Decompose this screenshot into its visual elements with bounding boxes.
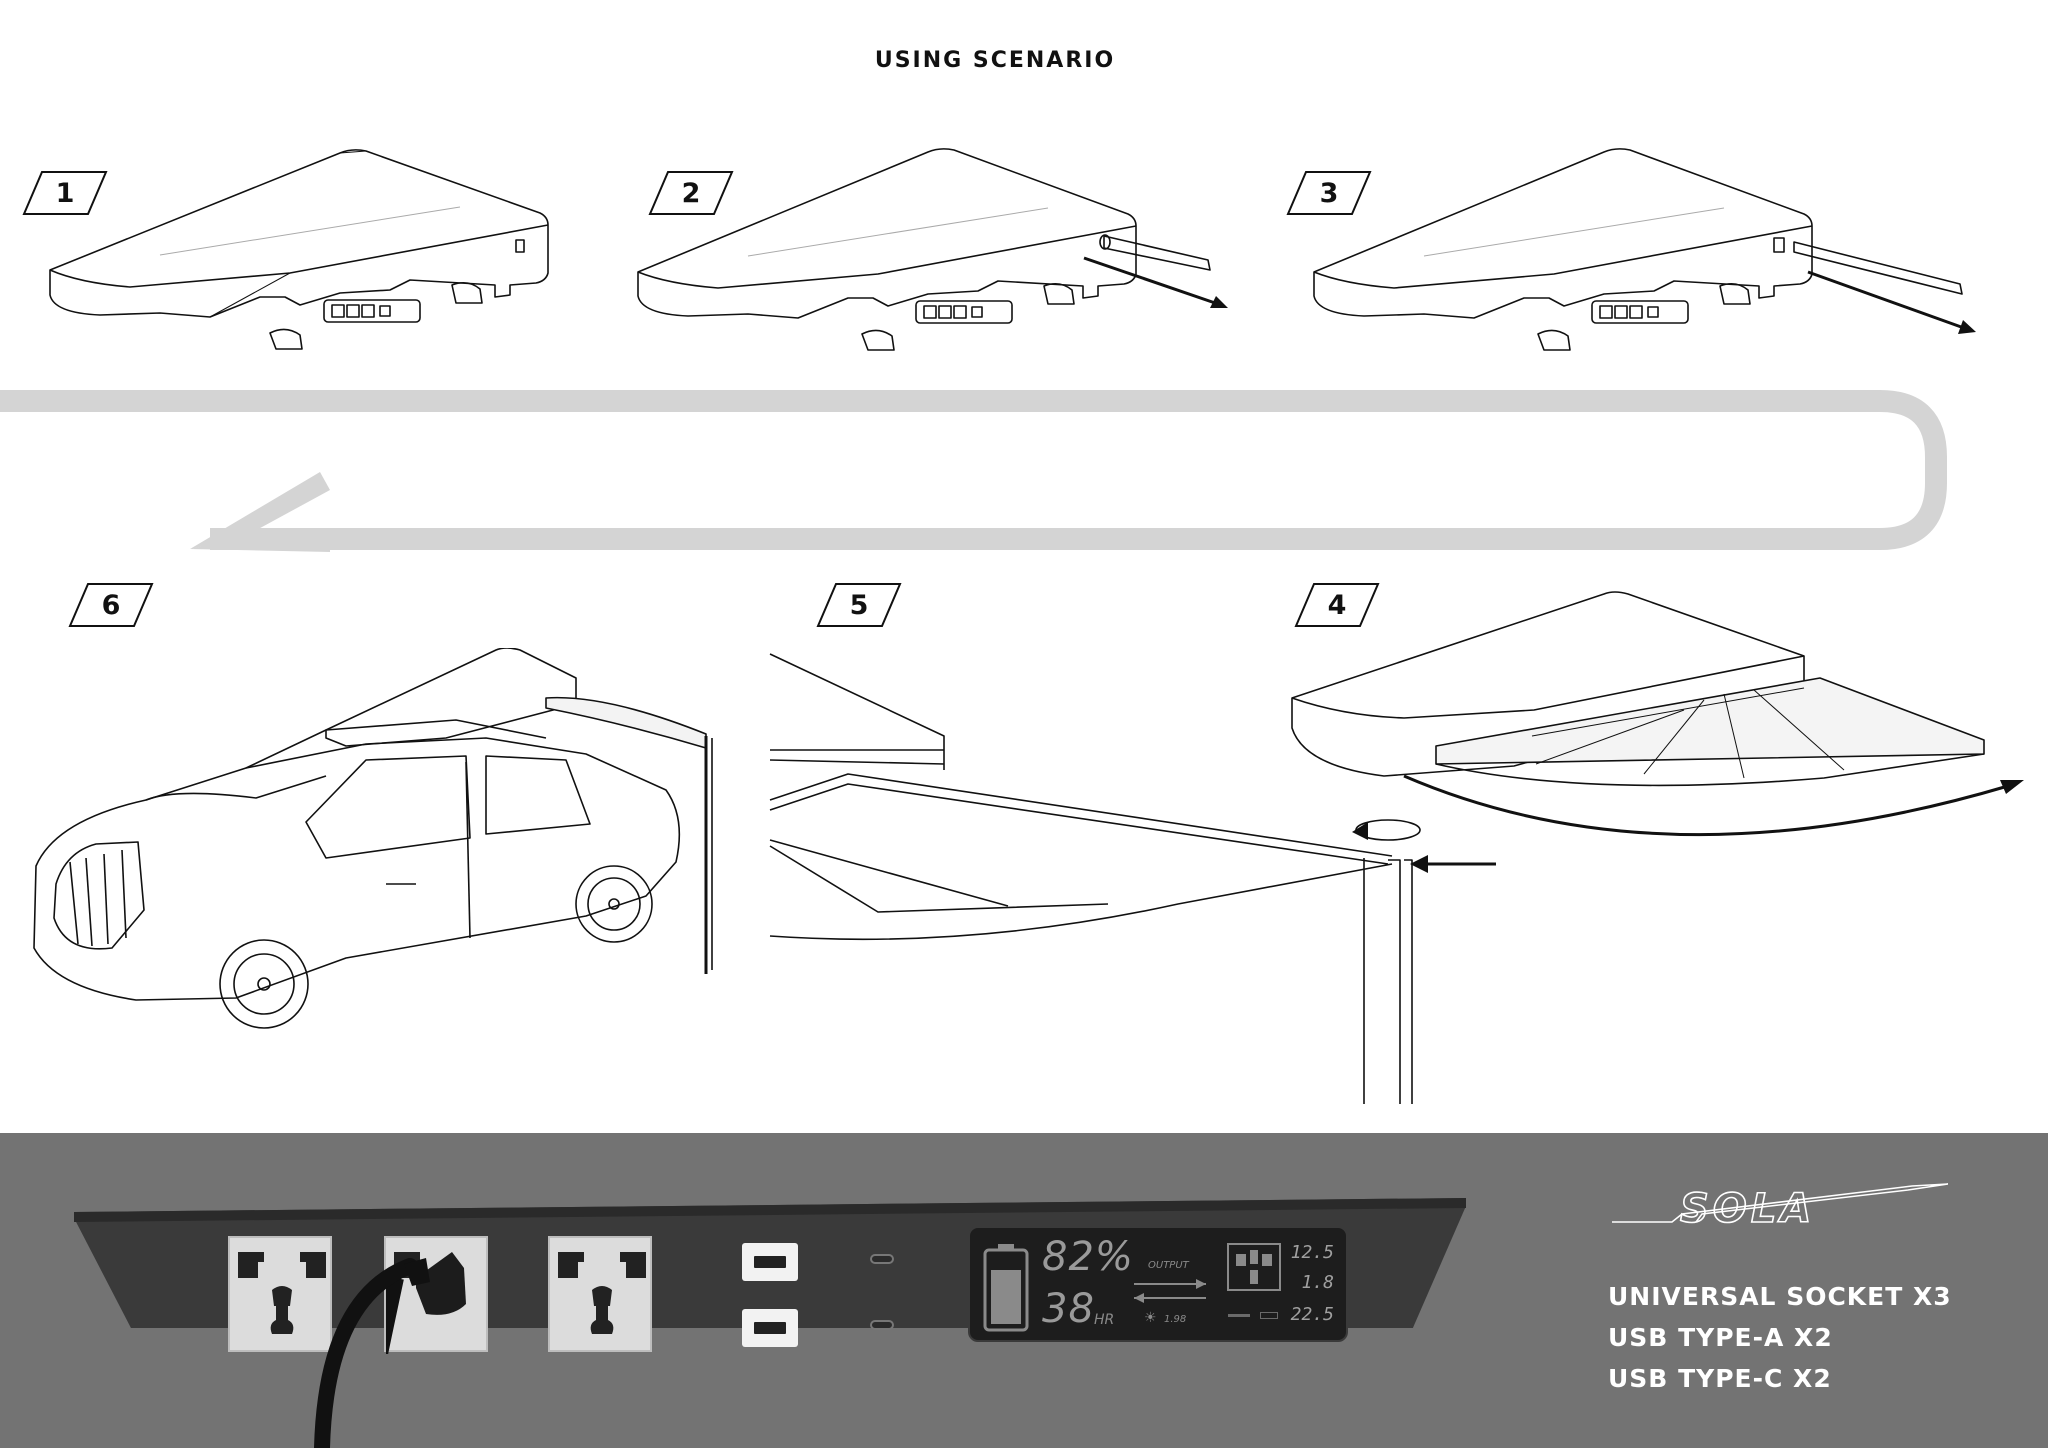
readout-3: 22.5 — [1290, 1304, 1334, 1325]
transfer-arrows-icon — [1134, 1279, 1206, 1303]
step-number: 6 — [101, 589, 121, 621]
step-badge-3: 3 — [1286, 170, 1372, 216]
lcd-display: 82% 38 HR OUTPUT ☀ 1.98 12.5 1.8 22.5 — [968, 1226, 1348, 1342]
step-badge-5: 5 — [816, 582, 902, 628]
step-3-roof-unit-illustration — [1313, 148, 1976, 351]
step-number: 3 — [1319, 177, 1339, 209]
readout-1: 12.5 — [1290, 1242, 1334, 1263]
spec-list: UNIVERSAL SOCKET X3 USB TYPE-A X2 USB TY… — [1608, 1276, 1952, 1399]
runtime-unit: HR — [1094, 1312, 1115, 1328]
usb-c-port-2 — [870, 1320, 894, 1330]
step-badge-4: 4 — [1294, 582, 1380, 628]
usb-a-port-2 — [742, 1309, 798, 1347]
readout-2: 1.8 — [1301, 1272, 1334, 1293]
indicator-bar — [1228, 1314, 1250, 1317]
step-number: 1 — [55, 177, 75, 209]
battery-icon — [983, 1244, 1029, 1332]
step-6-car-illustration — [33, 648, 713, 1029]
solar-value: 1.98 — [1164, 1314, 1187, 1325]
step-badge-1: 1 — [22, 170, 108, 216]
step-4-awning-illustration — [1291, 591, 2024, 837]
output-label: OUTPUT — [1148, 1260, 1189, 1271]
step-5-rotate-illustration — [769, 653, 1496, 1104]
brand-logo-text: SOLA — [1680, 1186, 1815, 1232]
step-badge-2: 2 — [648, 170, 734, 216]
spec-item: USB TYPE-C X2 — [1608, 1364, 1832, 1393]
usb-c-port-1 — [870, 1254, 894, 1264]
spec-item: UNIVERSAL SOCKET X3 — [1608, 1282, 1952, 1311]
step-number: 2 — [681, 177, 701, 209]
page-title: USING SCENARIO — [874, 48, 1116, 73]
universal-socket-3 — [548, 1236, 652, 1352]
usb-a-port-1 — [742, 1243, 798, 1281]
socket-status-icon — [1227, 1243, 1281, 1291]
runtime-value: 38 — [1042, 1286, 1095, 1332]
step-1-roof-unit-illustration — [49, 149, 549, 350]
sun-icon: ☀ — [1144, 1310, 1157, 1326]
step-2-roof-unit-illustration — [637, 148, 1228, 351]
power-cable — [314, 1258, 430, 1448]
step-number: 5 — [849, 589, 869, 621]
battery-percent: 82% — [1042, 1234, 1134, 1280]
flow-arrow — [0, 390, 1947, 552]
universal-socket-1 — [228, 1236, 332, 1352]
sola-brand-logo: SOLA — [1612, 1183, 1948, 1232]
indicator-box — [1260, 1312, 1278, 1319]
step-number: 4 — [1327, 589, 1347, 621]
step-badge-6: 6 — [68, 582, 154, 628]
spec-item: USB TYPE-A X2 — [1608, 1323, 1833, 1352]
